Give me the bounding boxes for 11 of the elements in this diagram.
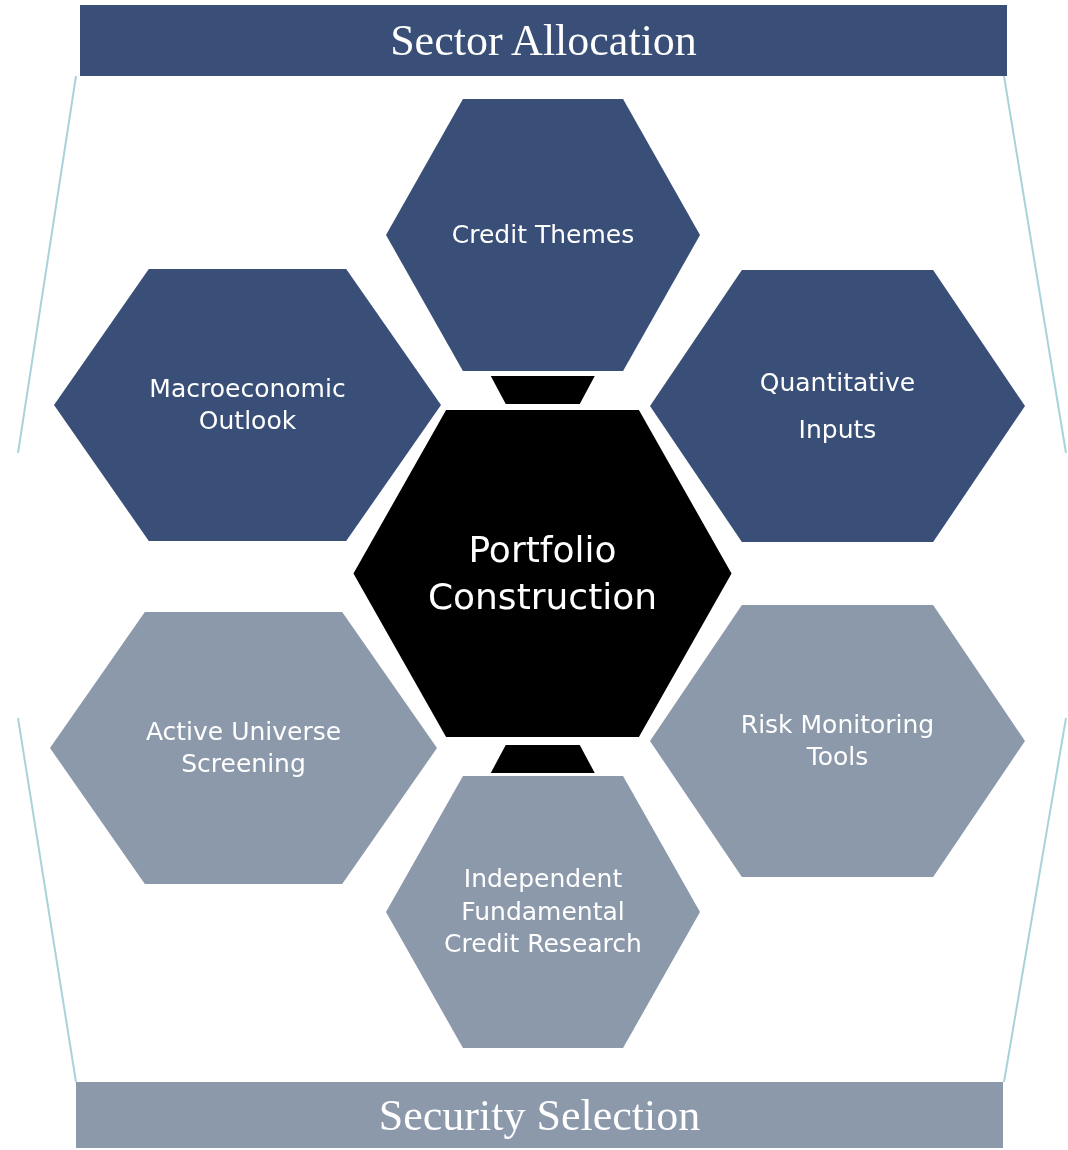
hexagon-label: Independent Fundamental Credit Research <box>443 863 643 961</box>
section-banner: Security Selection <box>76 1082 1003 1148</box>
connector <box>490 745 595 773</box>
section-banner: Sector Allocation <box>80 5 1007 76</box>
hexagon-label: Portfolio Construction <box>426 527 659 619</box>
hexagon-label: Risk Monitoring Tools <box>739 708 936 773</box>
hexagon-label: Active Universe Screening <box>144 715 343 780</box>
hexagon-label: Quantitative Inputs <box>758 366 917 446</box>
hexagon-label: Credit Themes <box>450 218 636 251</box>
connector <box>490 376 595 404</box>
hexagon-label: Macroeconomic Outlook <box>148 372 347 437</box>
